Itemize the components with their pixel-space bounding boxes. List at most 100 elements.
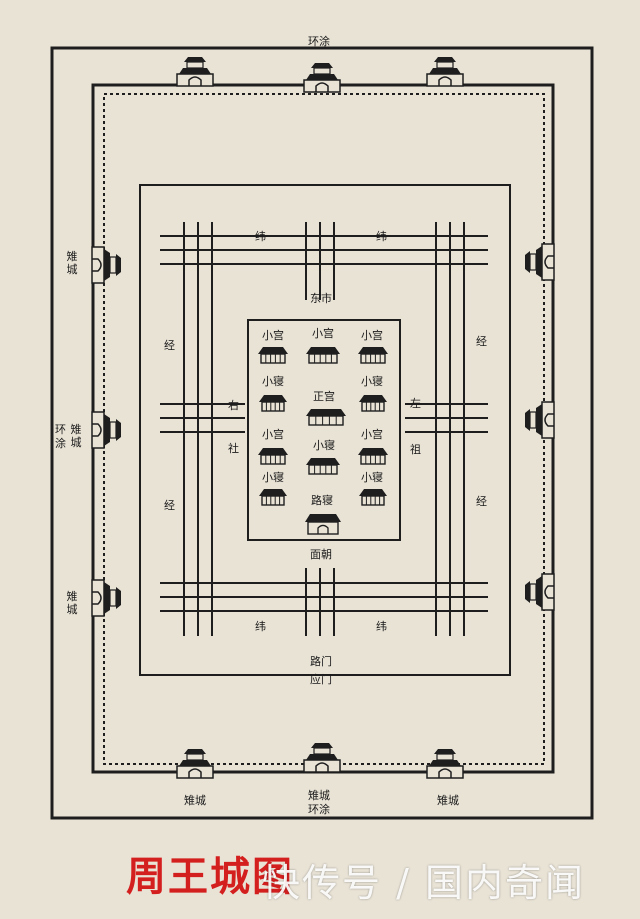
gate-upper (109, 256, 117, 274)
inner-district-wall (139, 184, 511, 676)
label-xiaogong-3: 小宫 (361, 329, 383, 342)
label-yicheng-bottom-left: 雉城 (184, 794, 206, 807)
gate-roof (536, 246, 542, 278)
palace-halls (258, 347, 388, 535)
label-xiaoqin-3: 小寝 (313, 439, 335, 452)
road-grid (160, 222, 488, 636)
gate-towers (91, 57, 555, 779)
gate-arch (544, 585, 554, 599)
gate-base (426, 73, 464, 87)
gate-arch (92, 258, 102, 272)
gate-arch (188, 768, 202, 778)
gate-base (541, 401, 555, 439)
gate-upper (436, 61, 454, 69)
label-yingmen: 应门 (310, 673, 332, 686)
hall-icon (358, 347, 388, 364)
gate-base (91, 246, 105, 284)
luqin-body (307, 521, 339, 535)
hall-body (260, 353, 286, 364)
hall-roof (259, 395, 287, 402)
hall-icon (258, 448, 288, 465)
label-zuo: 左 (410, 397, 421, 410)
watermark: 快传号 / 国内奇闻 (262, 861, 585, 905)
gate-tower-icon (525, 401, 555, 439)
label-wei-bottom-right: 纬 (376, 620, 387, 633)
gate-upper (109, 589, 117, 607)
hall-roof (258, 448, 288, 455)
gate-arch (315, 82, 329, 92)
hall-roof (259, 489, 287, 496)
gate-upper (313, 747, 331, 755)
label-huantu-left: 环涂 (55, 423, 66, 450)
gate-top-roof (311, 63, 333, 68)
label-jing-left-top: 经 (164, 339, 175, 352)
hall-body (360, 353, 386, 364)
label-xiaogong-2: 小宫 (312, 327, 334, 340)
gate-base (541, 243, 555, 281)
hall-icon (359, 489, 387, 506)
luqin-arch (317, 524, 329, 534)
label-huantu-top: 环涂 (308, 35, 330, 48)
label-xiaogong-1: 小宫 (262, 329, 284, 342)
gate-base (303, 79, 341, 93)
gate-base (91, 579, 105, 617)
label-wei-top-right: 纬 (376, 230, 387, 243)
gate-tower-icon (525, 243, 555, 281)
hall-roof (306, 458, 340, 465)
label-yicheng-bottom-right: 雉城 (437, 794, 459, 807)
gate-tower-icon (176, 749, 214, 779)
hall-body (308, 353, 338, 364)
hall-body (308, 464, 338, 475)
hall-icon (259, 395, 287, 412)
gate-base (91, 411, 105, 449)
gate-tower-icon (426, 57, 464, 87)
hall-body (261, 401, 285, 412)
hall-icon (359, 395, 387, 412)
gate-roof (104, 414, 110, 446)
gate-base (303, 759, 341, 773)
hall-icon (306, 409, 346, 426)
label-dongshi: 东市 (310, 292, 332, 305)
hall-icon (306, 347, 340, 364)
gate-roof (104, 249, 110, 281)
gate-base (176, 73, 214, 87)
gate-top-roof (525, 251, 530, 273)
label-jing-right-top: 经 (476, 335, 487, 348)
gate-roof (306, 754, 338, 760)
gate-upper (313, 67, 331, 75)
gate-arch (438, 76, 452, 86)
gate-arch (188, 76, 202, 86)
gate-base (176, 765, 214, 779)
gate-top-roof (434, 57, 456, 62)
gate-tower-icon (91, 246, 121, 284)
gate-top-roof (525, 409, 530, 431)
hall-roof (359, 395, 387, 402)
hall-body (361, 401, 385, 412)
gate-arch (544, 413, 554, 427)
luqin-gate-icon (305, 514, 341, 535)
label-xiaogong-4: 小宫 (262, 428, 284, 441)
hall-body (361, 495, 385, 506)
label-yicheng-left-top: 雉城 (66, 250, 78, 276)
gate-tower-icon (303, 63, 341, 93)
city-wall-outer (91, 83, 555, 774)
label-yicheng-bottom-mid: 雉城 (308, 789, 330, 802)
gate-upper (529, 583, 537, 601)
label-jing-left-bottom: 经 (164, 499, 175, 512)
outer-border (50, 46, 594, 820)
gate-roof (429, 760, 461, 766)
gate-top-roof (116, 587, 121, 609)
gate-tower-icon (303, 743, 341, 773)
label-lumen: 路门 (310, 655, 332, 668)
gate-top-roof (116, 419, 121, 441)
hall-roof (306, 347, 340, 354)
label-she: 社 (228, 442, 239, 455)
gate-tower-icon (426, 749, 464, 779)
gate-upper (186, 753, 204, 761)
hall-roof (359, 489, 387, 496)
hall-body (260, 454, 286, 465)
label-xiaogong-5: 小宫 (361, 428, 383, 441)
gate-roof (179, 68, 211, 74)
